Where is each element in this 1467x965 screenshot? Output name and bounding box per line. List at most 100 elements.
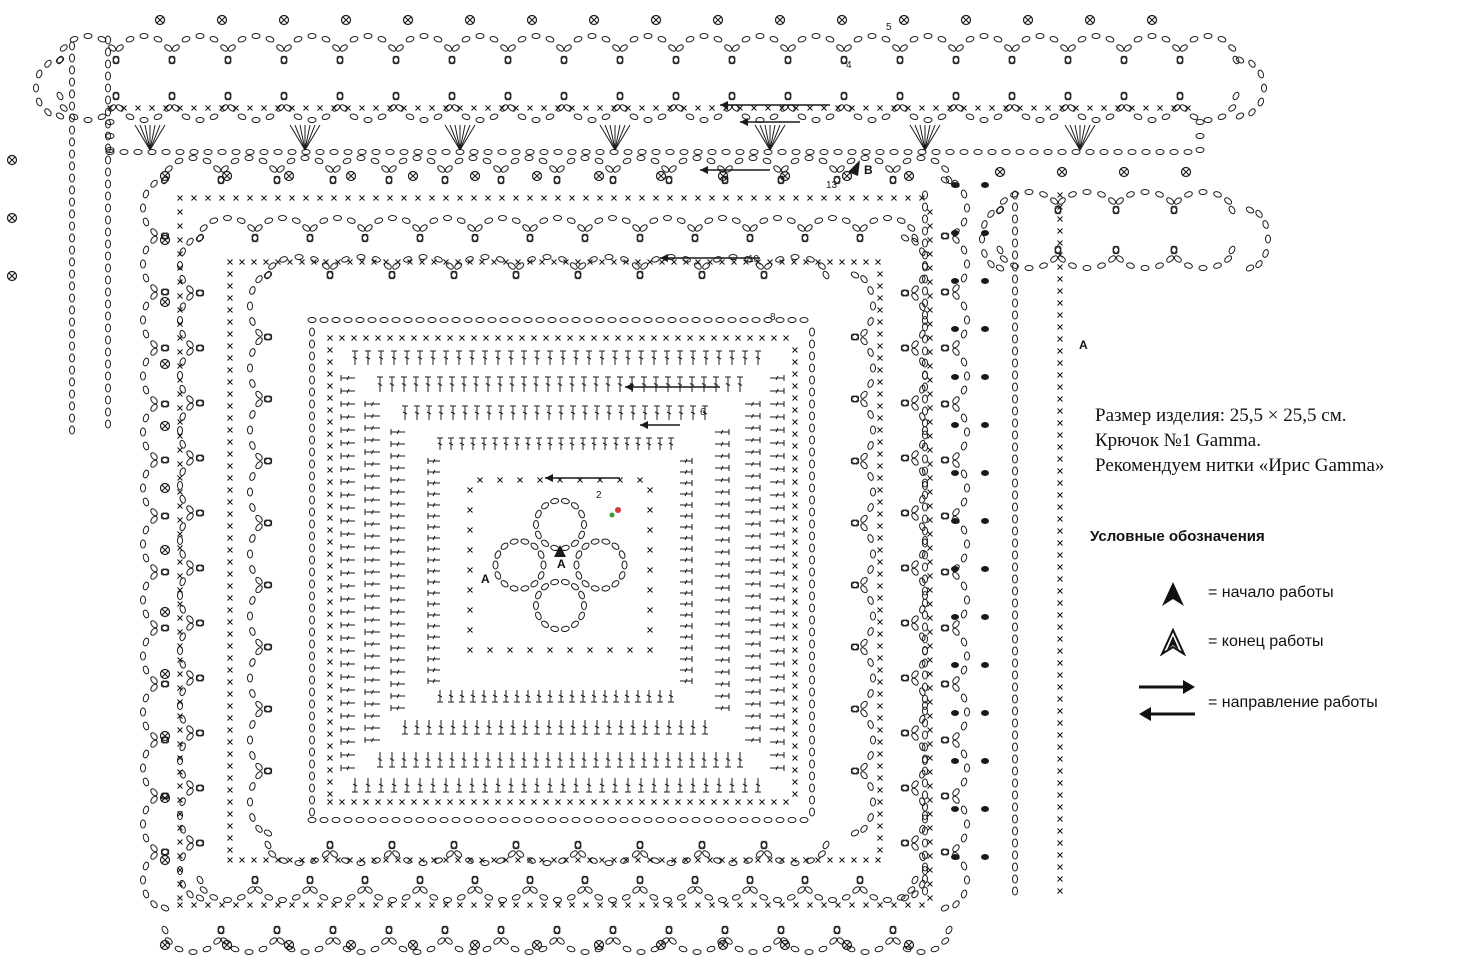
picot-mark <box>1146 14 1158 26</box>
single-crochet-mark <box>359 259 365 265</box>
chain-mark <box>1179 44 1188 52</box>
double-crochet-mark <box>612 350 618 365</box>
double-crochet-mark <box>690 778 696 793</box>
chain-mark <box>900 839 910 847</box>
chain-mark <box>1176 91 1184 101</box>
single-crochet-mark <box>877 403 883 409</box>
single-crochet-mark <box>625 902 631 908</box>
single-crochet-mark <box>877 307 883 313</box>
single-crochet-mark <box>227 271 233 277</box>
picot-mark <box>593 939 605 951</box>
chain-mark <box>636 155 646 161</box>
single-crochet-mark <box>1057 324 1063 330</box>
chain-mark <box>1116 44 1125 52</box>
double-crochet-mark <box>364 473 380 479</box>
size-text: Размер изделия: 25,5 × 25,5 см. <box>1095 405 1347 426</box>
chain-mark <box>665 925 673 935</box>
chain-mark <box>186 890 194 899</box>
chain-mark <box>911 560 919 569</box>
chain-mark <box>739 817 749 823</box>
double-crochet-mark <box>653 376 659 392</box>
chain-mark <box>512 840 520 850</box>
chain-mark <box>922 658 928 668</box>
double-crochet-mark <box>770 713 785 719</box>
shell-mark <box>454 124 461 151</box>
chain-mark <box>263 643 273 651</box>
chain-mark <box>1012 310 1018 320</box>
single-crochet-mark <box>531 799 537 805</box>
chain-mark <box>922 742 928 752</box>
single-crochet-mark <box>635 857 641 863</box>
chain-mark <box>512 270 520 280</box>
chain-mark <box>777 925 785 935</box>
chain-mark <box>694 224 703 232</box>
chain-mark <box>150 228 158 237</box>
single-crochet-mark <box>327 719 333 725</box>
chain-mark <box>444 104 453 112</box>
chain-mark <box>249 782 256 791</box>
single-crochet-mark <box>927 867 933 873</box>
single-crochet-mark <box>877 763 883 769</box>
chain-mark <box>1012 874 1018 884</box>
chain-mark <box>907 886 916 894</box>
chain-mark <box>105 143 111 153</box>
chain-mark <box>631 817 641 823</box>
chain-mark <box>105 383 111 393</box>
chain-mark <box>578 611 585 621</box>
single-crochet-mark <box>877 799 883 805</box>
single-crochet-mark <box>177 405 183 411</box>
single-crochet-mark <box>767 857 773 863</box>
chain-mark <box>1054 205 1062 215</box>
chain-mark <box>553 925 561 935</box>
chain-mark <box>1112 245 1120 255</box>
single-crochet-mark <box>227 667 233 673</box>
chain-mark <box>809 723 815 733</box>
single-crochet-mark <box>567 799 573 805</box>
single-crochet-mark <box>429 902 435 908</box>
single-crochet-mark <box>1057 864 1063 870</box>
chain-mark <box>329 175 337 185</box>
chain-mark <box>500 44 509 52</box>
chain-mark <box>937 35 947 43</box>
chain-mark <box>164 165 173 173</box>
single-crochet-mark <box>177 461 183 467</box>
double-crochet-mark <box>755 778 761 793</box>
single-crochet-mark <box>657 172 665 180</box>
chain-mark <box>341 256 350 263</box>
chain-mark <box>960 861 968 871</box>
double-crochet-mark <box>617 376 623 392</box>
chain-mark <box>922 466 928 476</box>
chain-mark <box>829 165 838 173</box>
chain-mark <box>860 452 868 461</box>
chain-mark <box>922 418 928 428</box>
chain-mark <box>142 189 150 199</box>
single-crochet-mark <box>563 857 569 863</box>
chain-mark <box>809 447 815 457</box>
double-crochet-mark <box>680 491 693 497</box>
single-crochet-mark <box>227 439 233 445</box>
chain-mark <box>105 83 111 93</box>
chain-mark <box>434 857 443 864</box>
double-crochet-mark <box>498 405 504 420</box>
chain-mark <box>179 824 186 834</box>
chain-mark <box>415 817 425 823</box>
single-crochet-mark <box>404 16 412 24</box>
single-crochet-mark <box>335 259 341 265</box>
chain-mark <box>309 399 315 409</box>
chain-mark <box>517 113 527 121</box>
chain-mark <box>1012 634 1018 644</box>
single-crochet-mark <box>927 433 933 439</box>
chain-mark <box>1235 112 1245 120</box>
chain-mark <box>105 59 111 69</box>
picot-mark <box>283 939 295 951</box>
single-crochet-mark <box>459 799 465 805</box>
chain-mark <box>693 149 703 155</box>
single-crochet-mark <box>227 787 233 793</box>
single-crochet-mark <box>792 407 798 413</box>
chain-mark <box>809 771 815 781</box>
chain-mark <box>164 104 173 112</box>
chain-mark <box>309 675 315 685</box>
double-crochet-mark <box>481 437 487 450</box>
chain-mark <box>668 104 677 112</box>
single-crochet-mark <box>431 259 437 265</box>
